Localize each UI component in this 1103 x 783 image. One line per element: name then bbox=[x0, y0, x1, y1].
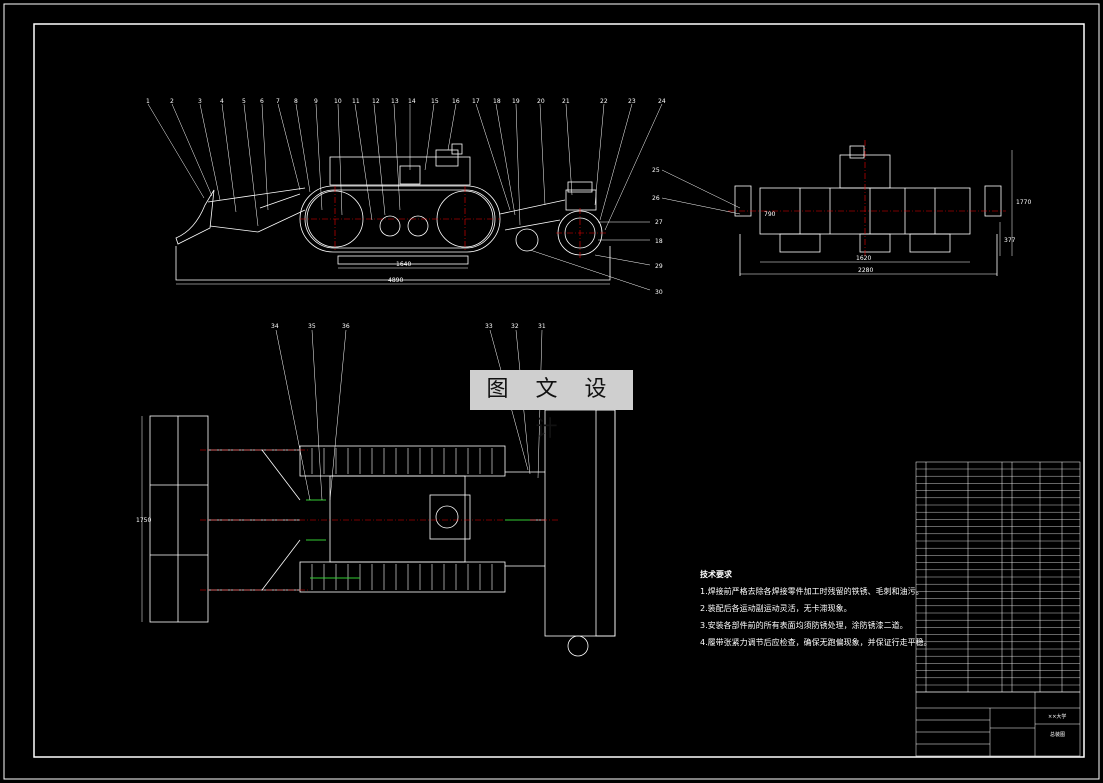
svg-text:4: 4 bbox=[220, 98, 224, 105]
side-view-dimensions bbox=[176, 267, 610, 285]
end-view-leaders bbox=[661, 150, 1013, 275]
title-block-school: ××大学 bbox=[1048, 713, 1066, 720]
svg-text:19: 19 bbox=[512, 98, 520, 105]
watermark-banner: 图 文 设 计 bbox=[470, 370, 633, 442]
svg-text:7: 7 bbox=[276, 98, 280, 105]
svg-text:36: 36 bbox=[342, 323, 350, 330]
plan-view-part-numbers: 34 35 36 33 32 31 bbox=[271, 323, 546, 330]
svg-text:15: 15 bbox=[431, 98, 439, 105]
svg-text:20: 20 bbox=[537, 98, 545, 105]
end-view-part-numbers: 25 26 bbox=[652, 167, 660, 202]
svg-text:35: 35 bbox=[308, 323, 316, 330]
svg-text:2: 2 bbox=[170, 98, 174, 105]
svg-text:11: 11 bbox=[352, 98, 360, 105]
svg-text:6: 6 bbox=[260, 98, 264, 105]
side-view bbox=[175, 143, 611, 281]
notes-line-3: 3.安装各部件前的所有表面均须防锈处理，涂防锈漆二道。 bbox=[700, 621, 908, 630]
svg-text:31: 31 bbox=[538, 323, 546, 330]
svg-text:27: 27 bbox=[655, 219, 663, 226]
notes-line-4: 4.履带张紧力调节后应检查，确保无跑偏现象，并保证行走平稳。 bbox=[700, 638, 932, 647]
end-view-centerlines bbox=[728, 140, 1006, 258]
notes-line-1: 1.焊接前严格去除各焊接零件加工时残留的铁锈、毛刺和油污。 bbox=[700, 587, 924, 596]
svg-text:8: 8 bbox=[294, 98, 298, 105]
svg-text:13: 13 bbox=[391, 98, 399, 105]
svg-text:9: 9 bbox=[314, 98, 318, 105]
svg-text:22: 22 bbox=[600, 98, 608, 105]
svg-text:18: 18 bbox=[493, 98, 501, 105]
end-width-dimension-1: 1620 bbox=[856, 255, 871, 262]
end-side-height-dimension: 790 bbox=[764, 211, 776, 218]
svg-text:14: 14 bbox=[408, 98, 416, 105]
svg-text:16: 16 bbox=[452, 98, 460, 105]
outer-border bbox=[3, 3, 1100, 780]
svg-text:5: 5 bbox=[242, 98, 246, 105]
end-height-dimension: 1770 bbox=[1016, 199, 1031, 206]
svg-text:30: 30 bbox=[655, 289, 663, 296]
svg-text:33: 33 bbox=[485, 323, 493, 330]
notes-title: 技术要求 bbox=[700, 570, 732, 579]
plan-width-dimension: 1750 bbox=[136, 517, 151, 524]
svg-text:29: 29 bbox=[655, 263, 663, 270]
svg-text:25: 25 bbox=[652, 167, 660, 174]
svg-text:18: 18 bbox=[655, 238, 663, 245]
plan-view bbox=[149, 409, 616, 657]
plan-view-green-parts bbox=[306, 499, 530, 579]
svg-text:10: 10 bbox=[334, 98, 342, 105]
svg-text:3: 3 bbox=[198, 98, 202, 105]
title-block-drawing-name: 总装图 bbox=[1050, 731, 1065, 738]
plan-view-treads bbox=[311, 448, 493, 590]
svg-text:24: 24 bbox=[658, 98, 666, 105]
inner-border bbox=[33, 23, 1085, 758]
svg-text:26: 26 bbox=[652, 195, 660, 202]
svg-text:12: 12 bbox=[372, 98, 380, 105]
end-side-small-dimension: 377 bbox=[1004, 237, 1016, 244]
svg-text:34: 34 bbox=[271, 323, 279, 330]
parts-list-rows bbox=[916, 468, 1080, 686]
technical-requirements: 技术要求 1.焊接前严格去除各焊接零件加工时残留的铁锈、毛刺和油污。 2.装配后… bbox=[700, 566, 932, 651]
side-view-leaders bbox=[147, 103, 663, 291]
svg-text:23: 23 bbox=[628, 98, 636, 105]
svg-text:21: 21 bbox=[562, 98, 570, 105]
side-track-dimension: 1640 bbox=[396, 261, 411, 268]
svg-text:17: 17 bbox=[472, 98, 480, 105]
plan-view-centerlines bbox=[200, 449, 560, 591]
side-view-centerlines bbox=[300, 186, 606, 258]
side-overall-dimension: 4890 bbox=[388, 277, 403, 284]
notes-line-2: 2.装配后各运动副运动灵活，无卡滞现象。 bbox=[700, 604, 852, 613]
svg-text:1: 1 bbox=[146, 98, 150, 105]
end-width-dimension-2: 2280 bbox=[858, 267, 873, 274]
svg-text:32: 32 bbox=[511, 323, 519, 330]
title-block bbox=[915, 691, 1081, 757]
